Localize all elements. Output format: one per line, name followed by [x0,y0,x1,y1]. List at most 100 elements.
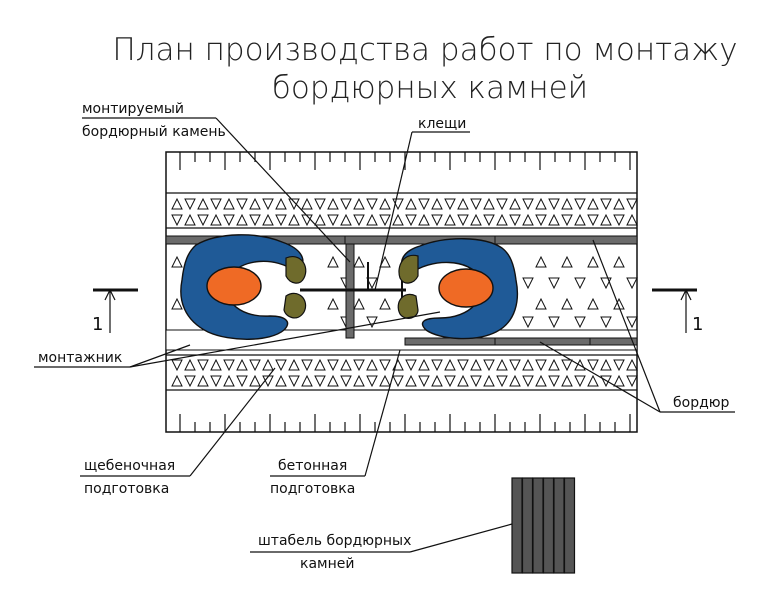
gravel-mark [496,375,508,388]
gravel-mark [574,277,586,290]
gravel-hatch-bottom [171,358,638,388]
label-stack-2: камней [300,556,354,572]
label-mounted-stone-2: бордюрный камень [82,124,226,140]
gravel-mark [522,375,534,388]
gravel-mark [431,197,443,210]
label-concrete-2: подготовка [270,481,355,497]
gravel-mark [353,359,365,372]
gravel-mark [587,374,599,387]
gravel-mark [431,214,443,227]
gravel-mark [171,297,183,310]
gravel-mark [184,375,196,388]
gravel-mark [340,358,352,371]
gravel-mark [483,374,495,387]
stacked-curb-stone [563,477,576,574]
gravel-mark [340,198,352,211]
gravel-mark [275,197,287,210]
gravel-mark [249,359,261,372]
stacked-curb-stone [511,477,523,574]
gravel-mark [275,374,287,387]
title-line-2: бордюрных камней [272,70,588,106]
gravel-mark [587,255,599,268]
gravel-mark [587,197,599,210]
gravel-hatch-middle [171,255,638,329]
callout-curb: бордюр [539,239,735,413]
gravel-mark [392,213,404,226]
gravel-mark [535,214,547,227]
gravel-mark [366,375,378,388]
gravel-mark [613,374,625,387]
label-concrete-1: бетонная [278,458,347,474]
gravel-mark [626,198,638,211]
gravel-mark [470,375,482,388]
installer-hand [285,256,307,284]
gravel-mark [418,198,430,211]
gravel-mark [197,359,209,372]
gravel-mark [613,297,625,310]
gravel-mark [574,198,586,211]
gravel-mark [600,277,612,290]
gravel-mark [275,214,287,227]
gravel-mark [249,197,261,210]
label-tongs: клещи [418,116,466,132]
gravel-mark [353,214,365,227]
gravel-mark [548,316,560,329]
gravel-mark [418,213,430,226]
gravel-mark [327,197,339,210]
gravel-mark [470,213,482,226]
gravel-mark [548,277,560,290]
gravel-mark [392,375,404,388]
gravel-mark [314,375,326,388]
gravel-mark [587,297,599,310]
installer-body [180,234,304,340]
gravel-mark [626,316,638,329]
gravel-mark [535,197,547,210]
installer-head [438,268,494,308]
installer-hand [397,293,419,319]
gravel-mark [613,359,625,372]
gravel-mark [535,297,547,310]
gravel-mark [444,213,456,226]
gravel-mark [340,213,352,226]
gravel-mark [197,214,209,227]
gravel-hatch-top [171,197,638,227]
gravel-mark [405,197,417,210]
soil-hatch-bottom [179,414,631,432]
soil-hatch-top [179,152,631,170]
gravel-mark [314,198,326,211]
section-mark-label: 1 [92,314,103,335]
gravel-mark [366,277,378,290]
gravel-mark [522,358,534,371]
gravel-mark [626,358,638,371]
label-gravel-2: подготовка [84,481,169,497]
gravel-mark [314,358,326,371]
gravel-mark [223,374,235,387]
gravel-mark [366,213,378,226]
gravel-mark [561,297,573,310]
label-mounted-stone-1: монтируемый [82,101,184,117]
gravel-mark [613,255,625,268]
gravel-mark [548,358,560,371]
installer-hand [283,292,307,319]
gravel-mark [353,297,365,310]
gravel-mark [626,213,638,226]
gravel-mark [613,197,625,210]
gravel-mark [509,359,521,372]
gravel-mark [327,297,339,310]
gravel-mark [249,374,261,387]
gravel-mark [301,374,313,387]
gravel-mark [457,214,469,227]
gravel-mark [535,359,547,372]
gravel-mark [496,358,508,371]
gravel-mark [236,213,248,226]
gravel-mark [457,197,469,210]
gravel-mark [561,214,573,227]
gravel-mark [262,213,274,226]
callout-concrete: бетонная подготовка [270,349,401,497]
title-line-1: План производства работ по монтажу [112,32,737,68]
gravel-mark [210,358,222,371]
gravel-mark [379,359,391,372]
gravel-mark [314,213,326,226]
gravel-mark [236,375,248,388]
